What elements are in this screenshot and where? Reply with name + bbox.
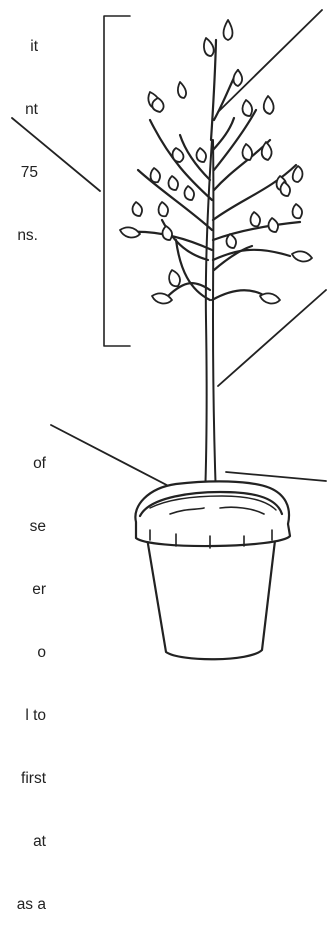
root-caption-line: l to bbox=[0, 705, 46, 726]
leader-line-crown bbox=[12, 118, 100, 191]
leader-line-soil bbox=[51, 425, 184, 494]
leader-line-pot bbox=[226, 472, 326, 481]
root-caption-line: as a bbox=[0, 894, 46, 915]
crown-bracket bbox=[104, 16, 130, 346]
root-caption-line: first bbox=[0, 768, 46, 789]
root-caption-line: at bbox=[0, 831, 46, 852]
pot bbox=[135, 481, 290, 659]
tree-illustration bbox=[0, 0, 332, 664]
leader-line-trunk bbox=[218, 290, 326, 386]
leader-line-top bbox=[218, 10, 322, 112]
